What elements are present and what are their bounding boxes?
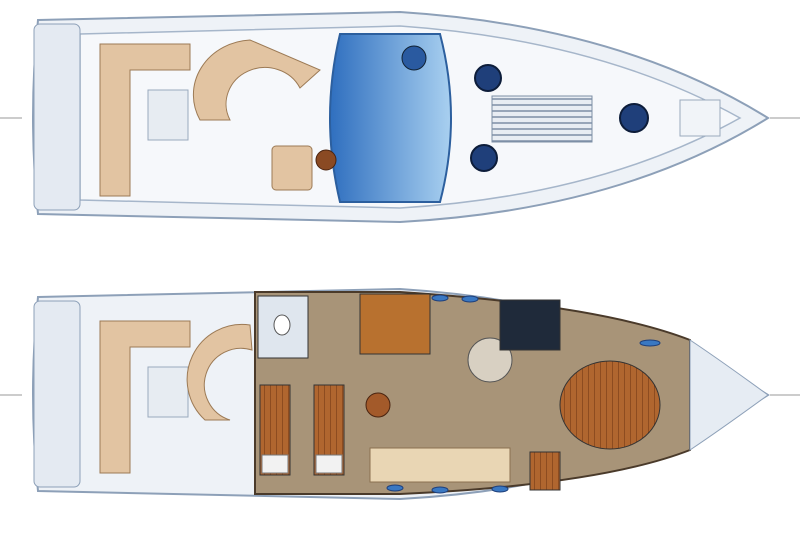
- hatch-1: [401, 45, 427, 71]
- cockpit-table: [147, 366, 189, 418]
- curved-lounge: [186, 323, 253, 421]
- pillow: [261, 454, 289, 474]
- pillow: [315, 454, 343, 474]
- cockpit-table: [147, 89, 189, 141]
- v-berth: [559, 360, 661, 450]
- portlights: [386, 294, 661, 494]
- bow-locker: [679, 99, 721, 137]
- interior-plan: [32, 287, 770, 501]
- helm-wheel: [315, 149, 337, 171]
- toilet: [273, 314, 291, 336]
- steps: [529, 451, 561, 491]
- swim-platform: [33, 23, 81, 211]
- hatch-2: [474, 64, 502, 92]
- hatch-3: [470, 144, 498, 172]
- dinette-sofa: [369, 447, 511, 483]
- deck-plan: [32, 10, 770, 224]
- swim-platform: [33, 300, 81, 488]
- helm-seat: [271, 145, 313, 191]
- dinette-stool: [365, 392, 391, 418]
- hatch-4: [619, 103, 649, 133]
- cockpit-seating: [99, 320, 191, 474]
- curved-lounge: [192, 39, 321, 121]
- vanity: [499, 299, 561, 351]
- cockpit-seating: [99, 43, 191, 197]
- windshield-glass: [329, 33, 452, 203]
- forepeak: [689, 339, 769, 451]
- sun-pad: [491, 95, 593, 143]
- galley-counter: [359, 293, 431, 355]
